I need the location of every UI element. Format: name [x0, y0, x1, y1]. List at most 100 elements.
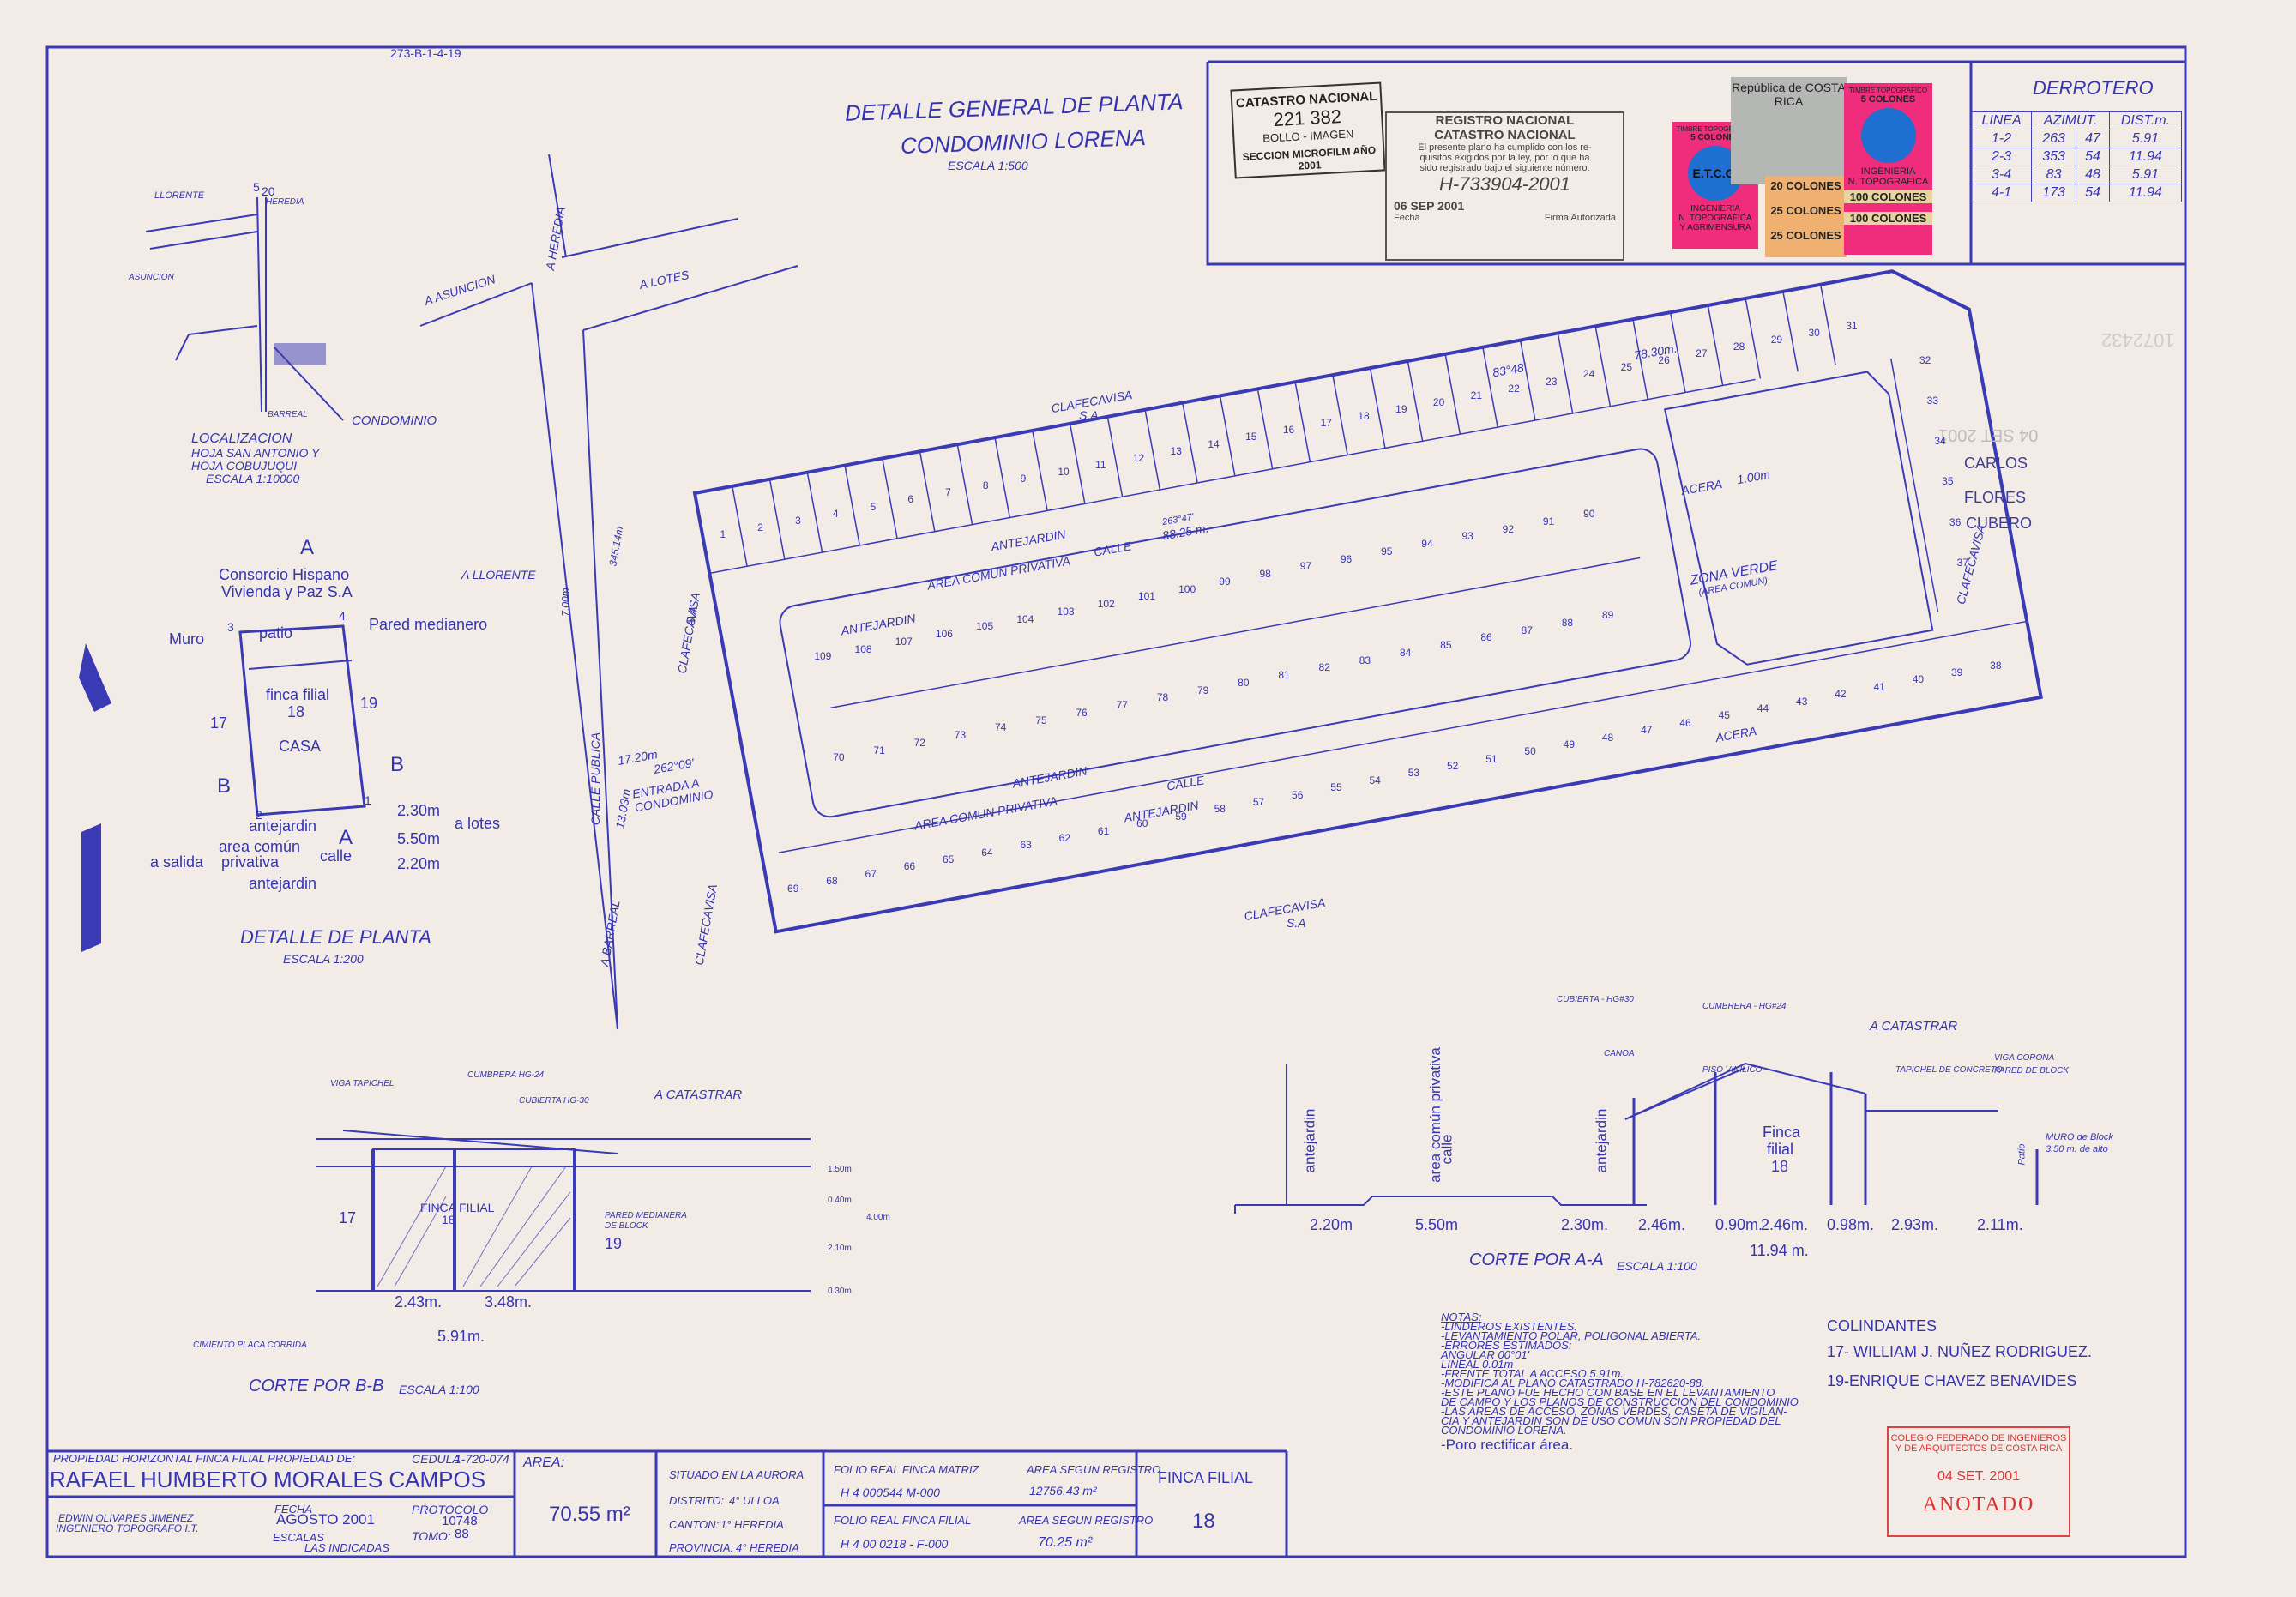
location-condominio-marker — [274, 343, 326, 365]
tb-canton-label: CANTON: — [669, 1518, 720, 1531]
lot-divider — [882, 458, 898, 539]
carlos-line1: CARLOS — [1964, 455, 2028, 472]
lot-divider — [1294, 382, 1311, 462]
tb-finca-filial-label: FINCA FILIAL — [1158, 1469, 1254, 1486]
tb-area-registro2: 70.25 m² — [1038, 1535, 1093, 1550]
lot-number: 77 — [1116, 699, 1128, 712]
table-cell: 11.94 — [2108, 148, 2183, 166]
aa-d3: 2.30m. — [1561, 1216, 1609, 1233]
tb-provincia-label: PROVINCIA: — [669, 1541, 734, 1554]
dim-220: 2.20m — [397, 855, 441, 872]
aa-d8: 2.93m. — [1891, 1216, 1939, 1233]
area-comun-label: area común — [219, 838, 301, 855]
lot-number: 36 — [1949, 515, 1962, 528]
lot-number: 49 — [1563, 738, 1575, 750]
lot-number: 21 — [1470, 389, 1482, 401]
tb-distrito-label: DISTRITO: — [669, 1494, 725, 1507]
lot-number: 46 — [1679, 716, 1691, 729]
loc-asuncion: ASUNCION — [129, 273, 174, 282]
carlos-line2: FLORES — [1964, 489, 2027, 506]
tb-canton: 1° HEREDIA — [720, 1518, 784, 1531]
lot-number: 64 — [981, 846, 993, 859]
lot-number: 38 — [1990, 659, 2002, 672]
lot-number: 86 — [1480, 631, 1492, 644]
bb-d1: 2.43m. — [395, 1293, 443, 1311]
tb-area-registro2-label: AREA SEGUN REGISTRO — [1019, 1514, 1154, 1527]
lot-divider — [1594, 326, 1612, 407]
tb-folio-matriz-label: FOLIO REAL FINCA MATRIZ — [834, 1463, 979, 1476]
lot-number: 83 — [1359, 654, 1371, 666]
lot-number: 75 — [1035, 714, 1047, 726]
antejardin-label-2: antejardin — [249, 875, 317, 892]
lot-number: 37 — [1956, 556, 1969, 569]
carlos-line3: CUBERO — [1966, 515, 2033, 532]
lot-number: 105 — [976, 620, 994, 633]
n19-label: 19 — [360, 695, 378, 712]
lot-divider — [732, 485, 748, 567]
lot-divider — [1745, 298, 1762, 379]
dim-550: 5.50m — [397, 830, 441, 847]
lot-number: 50 — [1524, 745, 1536, 758]
lot-number: 70 — [833, 751, 845, 764]
lot-divider — [1256, 389, 1274, 469]
aa-tapichel: TAPICHEL DE CONCRETO — [1895, 1065, 2003, 1075]
lot-number: 60 — [1136, 817, 1148, 830]
lot-divider — [694, 492, 711, 574]
aa-a-catastrar: A CATASTRAR — [1870, 1019, 1958, 1034]
table-cell: 4-1 — [1970, 184, 2033, 202]
derrotero-title: DERROTERO — [2033, 77, 2154, 99]
plan-detail-scale: ESCALA 1:200 — [283, 952, 364, 966]
notes-block: NOTAS: -LINDEROS EXISTENTES.-LEVANTAMIEN… — [1441, 1311, 1835, 1452]
table-row: 2-3 353 54 11.94 — [1970, 148, 2183, 166]
tb-area: 70.55 m² — [549, 1503, 630, 1526]
lot-number: 71 — [873, 744, 885, 756]
bb-pared: PARED MEDIANERA — [605, 1211, 687, 1220]
lot-number: 19 — [1395, 403, 1407, 415]
lot-number: 89 — [1601, 609, 1614, 622]
lot-number: 4 — [832, 507, 839, 520]
lot-number: 52 — [1446, 760, 1459, 773]
derrotero-header: LINEA — [1970, 111, 2033, 130]
lot-number: 103 — [1057, 605, 1075, 618]
table-cell: 5.91 — [2108, 130, 2183, 148]
lot-divider — [1106, 416, 1124, 497]
colindantes-line1: 17- WILLIAM J. NUÑEZ RODRIGUEZ. — [1827, 1343, 2093, 1360]
stamp-2-b: 25 COLONES — [1770, 204, 1841, 217]
tb-protocolo-label: PROTOCOLO — [412, 1503, 489, 1516]
lot-number: 29 — [1770, 333, 1783, 346]
registration-date-label: Fecha — [1394, 213, 1420, 223]
lot-number: 87 — [1521, 624, 1533, 636]
registration-stamp: REGISTRO NACIONAL CATASTRO NACIONAL El p… — [1385, 111, 1624, 261]
tb-area-registro-label: AREA SEGUN REGISTRO — [1027, 1463, 1161, 1476]
lot-number: 98 — [1259, 568, 1271, 581]
bb-h1: 1.50m — [828, 1165, 852, 1174]
lot-number: 31 — [1846, 319, 1858, 332]
arrow-a-bottom: A — [339, 826, 353, 849]
table-row: 1-2 263 47 5.91 — [1970, 130, 2183, 148]
lot-number: 62 — [1058, 831, 1071, 844]
note-line: -LEVANTAMIENTO POLAR, POLIGONAL ABIERTA. — [1441, 1329, 1702, 1342]
colindantes-title: COLINDANTES — [1827, 1317, 1937, 1335]
lot-number: 14 — [1208, 437, 1220, 450]
lot-number: 101 — [1137, 590, 1155, 603]
lot-number: 54 — [1369, 774, 1381, 786]
lot-number: 107 — [895, 635, 913, 648]
lot-number: 55 — [1330, 781, 1342, 794]
lot-number: 81 — [1278, 669, 1290, 682]
tb-escalas-label: ESCALAS — [273, 1531, 324, 1544]
globe-icon — [1860, 108, 1916, 163]
lot-divider — [1707, 304, 1724, 386]
lot-number: 45 — [1718, 709, 1730, 722]
stamp-country: República de COSTA RICA — [1732, 81, 1846, 108]
table-cell: 3-4 — [1970, 166, 2033, 184]
tb-fecha: AGOSTO 2001 — [276, 1511, 375, 1528]
aa-d4: 2.46m. — [1638, 1216, 1686, 1233]
lot-number: 17 — [1320, 417, 1332, 430]
lot-number: 93 — [1461, 530, 1473, 543]
table-cell: 47 — [2076, 130, 2110, 148]
bb-d2: 3.48m. — [485, 1293, 533, 1311]
lot-number: 102 — [1097, 598, 1115, 611]
lot-divider — [1632, 319, 1648, 400]
note-line: -FRENTE TOTAL A ACCESO 5.91m. — [1441, 1367, 1624, 1380]
lot-number: 22 — [1508, 382, 1520, 395]
